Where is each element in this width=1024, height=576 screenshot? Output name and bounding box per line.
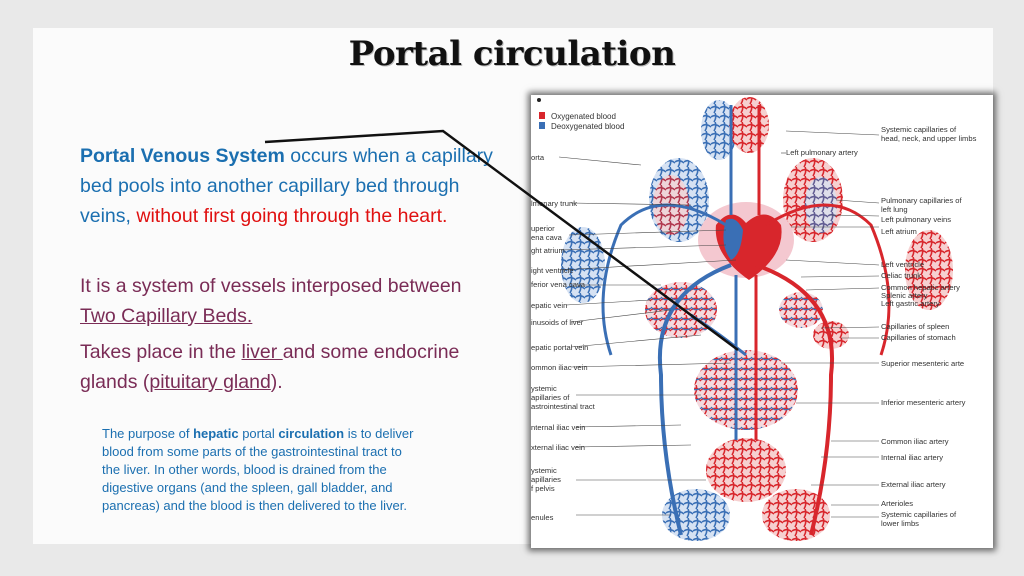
term-portal-venous-system: Portal Venous System bbox=[80, 145, 285, 167]
right-label: Capillaries of spleen bbox=[881, 322, 949, 331]
paragraph-takes-place: Takes place in the liver and some endocr… bbox=[80, 337, 500, 397]
para3-text-after: ). bbox=[270, 371, 283, 393]
left-label: epatic portal vein bbox=[531, 343, 588, 352]
right-label: Left pulmonary artery bbox=[786, 148, 858, 157]
head-capillaries-venous bbox=[701, 100, 737, 160]
note-text-3: is to deliver blood from some parts of t… bbox=[102, 426, 414, 513]
right-label: Arterioles bbox=[881, 499, 913, 508]
paragraph-portal-venous-system: Portal Venous System occurs when a capil… bbox=[80, 141, 500, 231]
slide-title: Portal circulation bbox=[348, 34, 676, 74]
right-label: Common hepatic artery bbox=[881, 283, 960, 292]
note-text-2: portal bbox=[238, 426, 279, 441]
gastrointestinal-capillaries bbox=[694, 350, 798, 430]
right-label: Systemic capillaries of bbox=[881, 125, 957, 134]
aorta bbox=[755, 263, 834, 536]
right-label: External iliac artery bbox=[881, 480, 946, 489]
para1-text: occurs when a capillary bed pools into a… bbox=[80, 145, 493, 227]
circulation-diagram: Oxygenated blood Deoxygenated blood bbox=[531, 95, 993, 548]
legend-swatch-deoxygenated bbox=[539, 122, 545, 129]
legend-swatch-oxygenated bbox=[539, 112, 545, 119]
pelvis-capillaries bbox=[706, 438, 786, 502]
legend-label: Deoxygenated blood bbox=[551, 122, 624, 131]
right-label: head, neck, and upper limbs bbox=[881, 134, 977, 143]
legend-dot bbox=[537, 98, 541, 102]
note-text-1: The purpose of bbox=[102, 426, 194, 441]
left-label: lmonary trunk bbox=[531, 199, 577, 208]
liver-sinusoids bbox=[645, 282, 717, 338]
left-label: ferior vena cava bbox=[531, 280, 586, 289]
left-arm-capillaries bbox=[905, 230, 953, 310]
right-label: Internal iliac artery bbox=[881, 453, 943, 462]
link-liver[interactable]: liver bbox=[241, 341, 283, 363]
left-label: inusoids of liver bbox=[531, 318, 584, 327]
hepatic-purpose-note: The purpose of hepatic portal circulatio… bbox=[102, 425, 422, 515]
right-label: Inferior mesenteric artery bbox=[881, 398, 966, 407]
right-label: Left pulmonary veins bbox=[881, 215, 951, 224]
label-leaders bbox=[558, 130, 880, 518]
link-two-capillary-beds[interactable]: Two Capillary Beds. bbox=[80, 305, 253, 327]
right-label: left lung bbox=[881, 205, 908, 214]
left-label: f pelvis bbox=[531, 484, 555, 493]
right-label: lower limbs bbox=[881, 519, 919, 528]
pointer-arrow-line bbox=[264, 129, 739, 352]
left-systemic-artery bbox=[765, 203, 891, 356]
right-labels: Systemic capillaries of head, neck, and … bbox=[786, 125, 977, 528]
note-bold-circulation: circulation bbox=[278, 426, 345, 441]
inferior-vena-cava bbox=[657, 263, 732, 536]
right-label: Left gastric artery bbox=[881, 299, 940, 308]
right-arm-capillaries bbox=[561, 227, 605, 303]
left-label: xternal iliac vein bbox=[531, 443, 585, 452]
right-label: Superior mesenteric arte bbox=[881, 359, 964, 368]
left-label: nternal iliac vein bbox=[531, 423, 585, 432]
para1-emphasis: without first going through the heart. bbox=[136, 205, 448, 227]
right-label: Celiac trunk bbox=[881, 271, 921, 280]
left-label: astrointestinal tract bbox=[531, 402, 596, 411]
legend-label: Oxygenated blood bbox=[551, 112, 616, 121]
left-label: apillaries bbox=[531, 475, 561, 484]
para2-text: It is a system of vessels interposed bet… bbox=[80, 275, 462, 297]
left-label: uperior bbox=[531, 224, 555, 233]
link-pituitary-gland[interactable]: pituitary gland bbox=[149, 371, 271, 393]
left-label: ght atrium bbox=[531, 246, 565, 255]
note-bold-hepatic: hepatic bbox=[193, 426, 239, 441]
right-label: Systemic capillaries of bbox=[881, 510, 957, 519]
right-label: Common iliac artery bbox=[881, 437, 949, 446]
left-label: ena cava bbox=[531, 233, 563, 242]
left-label: apillaries of bbox=[531, 393, 570, 402]
left-label: enules bbox=[531, 513, 554, 522]
heart-right-side bbox=[723, 218, 743, 260]
left-label: ight ventricle bbox=[531, 266, 574, 275]
left-label: ommon iliac vein bbox=[531, 363, 588, 372]
circulation-diagram-svg: Oxygenated blood Deoxygenated blood bbox=[531, 97, 977, 541]
right-label: Left ventricle bbox=[881, 260, 924, 269]
left-labels: orta lmonary trunk uperior ena cava ght … bbox=[531, 153, 596, 522]
right-label: Capillaries of stomach bbox=[881, 333, 956, 342]
left-label: orta bbox=[531, 153, 545, 162]
right-systemic-vein bbox=[601, 203, 727, 356]
para3-text-middle: and some endocrine glands ( bbox=[80, 341, 460, 393]
para3-text-before: Takes place in the bbox=[80, 341, 242, 363]
left-label: ystemic bbox=[531, 384, 557, 393]
left-label: ystemic bbox=[531, 466, 557, 475]
right-label: Left atrium bbox=[881, 227, 917, 236]
right-label: Splenic artery bbox=[881, 291, 928, 300]
left-label: epatic vein bbox=[531, 301, 567, 310]
paragraph-system-of-vessels: It is a system of vessels interposed bet… bbox=[80, 271, 500, 331]
right-label: Pulmonary capillaries of bbox=[881, 196, 963, 205]
